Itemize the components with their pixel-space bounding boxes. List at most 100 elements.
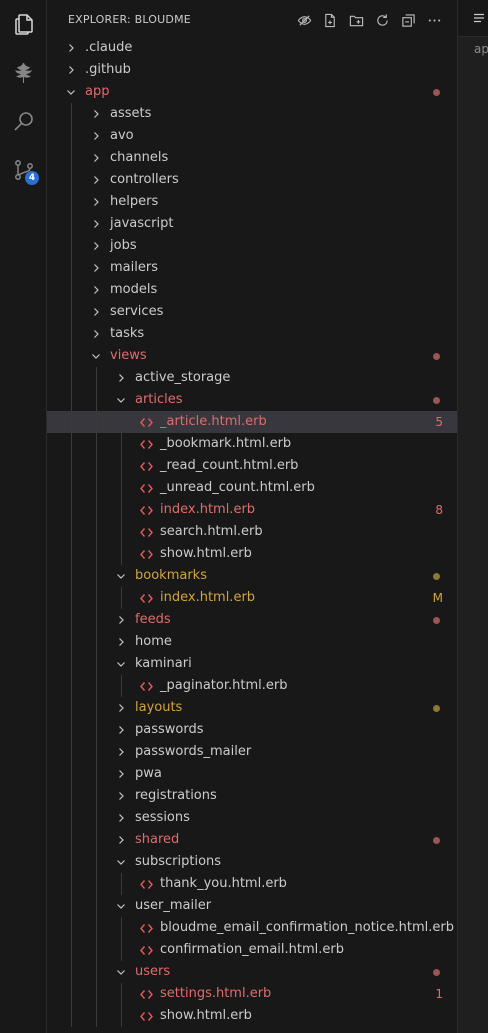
- chevron-down-icon[interactable]: [63, 81, 79, 103]
- chevron-right-icon[interactable]: [113, 763, 129, 785]
- chevron-down-icon[interactable]: [113, 389, 129, 411]
- chevron-right-icon[interactable]: [113, 807, 129, 829]
- chevron-down-icon[interactable]: [113, 851, 129, 873]
- folder-row[interactable]: services: [47, 301, 457, 323]
- chevron-right-icon[interactable]: [88, 323, 104, 345]
- file-row[interactable]: show.html.erb: [47, 543, 457, 565]
- chevron-right-icon[interactable]: [63, 37, 79, 59]
- chevron-down-icon[interactable]: [113, 895, 129, 917]
- file-row[interactable]: _bookmark.html.erb: [47, 433, 457, 455]
- folder-row[interactable]: registrations: [47, 785, 457, 807]
- more-icon[interactable]: [425, 11, 443, 29]
- chevron-right-icon[interactable]: [88, 279, 104, 301]
- indent-guide: [96, 961, 97, 983]
- tree-item-label: bookmarks: [135, 568, 207, 583]
- folder-row[interactable]: shared: [47, 829, 457, 851]
- file-row[interactable]: _read_count.html.erb: [47, 455, 457, 477]
- chevron-right-icon[interactable]: [113, 719, 129, 741]
- folder-row[interactable]: jobs: [47, 235, 457, 257]
- indent-guide: [96, 543, 97, 565]
- folder-row[interactable]: user_mailer: [47, 895, 457, 917]
- folder-row[interactable]: mailers: [47, 257, 457, 279]
- folder-row[interactable]: pwa: [47, 763, 457, 785]
- folder-row[interactable]: assets: [47, 103, 457, 125]
- erb-file-icon: [138, 521, 154, 543]
- file-row[interactable]: _unread_count.html.erb: [47, 477, 457, 499]
- file-row[interactable]: show.html.erb: [47, 1005, 457, 1027]
- leaf-icon[interactable]: [11, 60, 37, 86]
- tree-item-label: models: [110, 282, 158, 297]
- tree-item-label: passwords_mailer: [135, 744, 252, 759]
- chevron-right-icon[interactable]: [88, 235, 104, 257]
- folder-row[interactable]: controllers: [47, 169, 457, 191]
- folder-row[interactable]: javascript: [47, 213, 457, 235]
- chevron-down-icon[interactable]: [113, 565, 129, 587]
- folder-row[interactable]: tasks: [47, 323, 457, 345]
- chevron-right-icon[interactable]: [113, 785, 129, 807]
- chevron-right-icon[interactable]: [88, 103, 104, 125]
- chevron-right-icon[interactable]: [113, 741, 129, 763]
- folder-row[interactable]: users: [47, 961, 457, 983]
- chevron-right-icon[interactable]: [113, 631, 129, 653]
- folder-row[interactable]: helpers: [47, 191, 457, 213]
- chevron-down-icon[interactable]: [88, 345, 104, 367]
- file-row[interactable]: search.html.erb: [47, 521, 457, 543]
- tree-item-label: _article.html.erb: [160, 414, 267, 429]
- refresh-icon[interactable]: [373, 11, 391, 29]
- chevron-right-icon[interactable]: [113, 609, 129, 631]
- folder-row[interactable]: passwords_mailer: [47, 741, 457, 763]
- chevron-right-icon[interactable]: [113, 697, 129, 719]
- menu-lines-icon[interactable]: [474, 13, 484, 23]
- chevron-right-icon[interactable]: [88, 147, 104, 169]
- folder-row[interactable]: app: [47, 81, 457, 103]
- file-row[interactable]: bloudme_email_confirmation_notice.html.e…: [47, 917, 457, 939]
- chevron-right-icon[interactable]: [88, 125, 104, 147]
- explorer-header: EXPLORER: BLOUDME: [47, 0, 457, 38]
- chevron-right-icon[interactable]: [88, 301, 104, 323]
- chevron-right-icon[interactable]: [88, 169, 104, 191]
- tree-item-label: jobs: [110, 238, 137, 253]
- source-control-icon[interactable]: [11, 157, 37, 183]
- folder-row[interactable]: kaminari: [47, 653, 457, 675]
- file-row[interactable]: thank_you.html.erb: [47, 873, 457, 895]
- folder-row[interactable]: active_storage: [47, 367, 457, 389]
- collapse-all-icon[interactable]: [399, 11, 417, 29]
- file-row[interactable]: _paginator.html.erb: [47, 675, 457, 697]
- folder-row[interactable]: subscriptions: [47, 851, 457, 873]
- chevron-right-icon[interactable]: [63, 59, 79, 81]
- folder-row[interactable]: sessions: [47, 807, 457, 829]
- folder-row[interactable]: .claude: [47, 37, 457, 59]
- folder-row[interactable]: home: [47, 631, 457, 653]
- folder-row[interactable]: channels: [47, 147, 457, 169]
- folder-row[interactable]: .github: [47, 59, 457, 81]
- eye-icon[interactable]: [295, 11, 313, 29]
- folder-row[interactable]: bookmarks: [47, 565, 457, 587]
- modified-dot: [433, 573, 440, 580]
- chevron-right-icon[interactable]: [88, 191, 104, 213]
- search-icon[interactable]: [11, 108, 37, 134]
- folder-row[interactable]: layouts: [47, 697, 457, 719]
- chevron-right-icon[interactable]: [88, 213, 104, 235]
- folder-row[interactable]: views: [47, 345, 457, 367]
- chevron-down-icon[interactable]: [113, 653, 129, 675]
- chevron-down-icon[interactable]: [113, 961, 129, 983]
- explorer-icon[interactable]: [11, 11, 37, 37]
- folder-row[interactable]: models: [47, 279, 457, 301]
- folder-row[interactable]: passwords: [47, 719, 457, 741]
- folder-row[interactable]: feeds: [47, 609, 457, 631]
- file-row[interactable]: confirmation_email.html.erb: [47, 939, 457, 961]
- chevron-right-icon[interactable]: [113, 829, 129, 851]
- chevron-right-icon[interactable]: [88, 257, 104, 279]
- indent-guide: [71, 279, 72, 301]
- folder-row[interactable]: avo: [47, 125, 457, 147]
- new-folder-icon[interactable]: [347, 11, 365, 29]
- new-file-icon[interactable]: [321, 11, 339, 29]
- breadcrumb[interactable]: ap: [474, 42, 488, 56]
- folder-row[interactable]: articles: [47, 389, 457, 411]
- chevron-right-icon[interactable]: [113, 367, 129, 389]
